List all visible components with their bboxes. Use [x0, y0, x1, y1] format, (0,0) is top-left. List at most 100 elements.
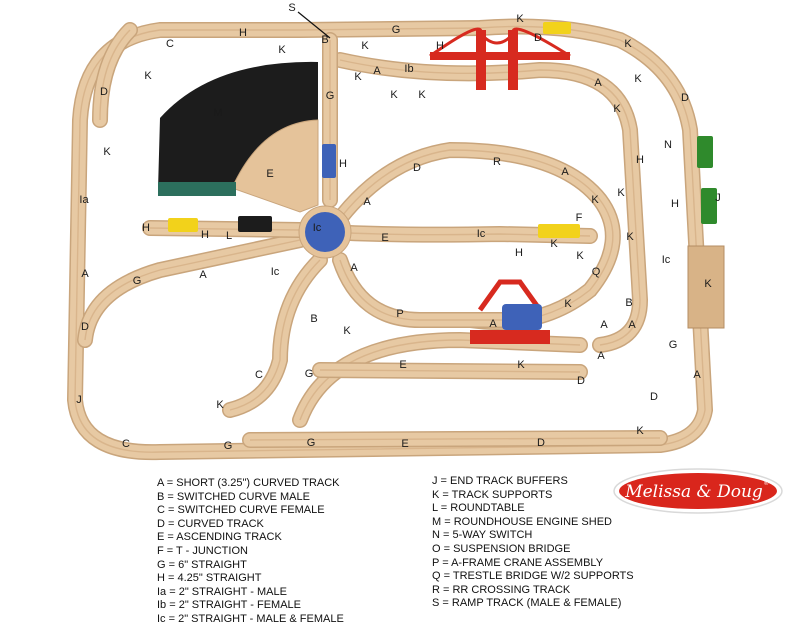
roundhouse-engine-shed: [158, 61, 318, 190]
label-n: N: [664, 139, 672, 151]
label-h-right-2: H: [671, 198, 679, 210]
legend-item: C = SWITCHED CURVE FEMALE: [157, 504, 325, 517]
legend-item: A = SHORT (3.25") CURVED TRACK: [157, 477, 340, 489]
track-groove: [74, 25, 706, 453]
label-h-mid: H: [339, 158, 347, 170]
label-g-bottom-1: G: [224, 440, 233, 452]
label-h-top-2: H: [436, 40, 444, 52]
label-d-lower: D: [81, 321, 89, 333]
ramp-pointer-line: [297, 11, 331, 39]
label-r: R: [493, 156, 501, 168]
legend-item: N = 5-WAY SWITCH: [432, 529, 533, 542]
legend-item: B = SWITCHED CURVE MALE: [157, 490, 310, 503]
label-d-center: D: [413, 162, 421, 174]
label-g-top: G: [392, 24, 401, 36]
label-e-center: E: [381, 232, 388, 244]
label-l: L: [226, 230, 232, 242]
label-k-c1: K: [626, 231, 634, 243]
label-g-mid: G: [326, 90, 335, 102]
track-bed-edge: [292, 331, 588, 428]
yellow-engine-left: [168, 218, 198, 232]
label-j-left: J: [715, 192, 721, 204]
a-frame-crane: [470, 279, 550, 344]
legend-item: E = ASCENDING TRACK: [157, 531, 282, 544]
label-c-lower: C: [255, 369, 263, 381]
label-q: Q: [592, 266, 601, 278]
label-a-10: A: [628, 319, 636, 331]
legend-item: L = ROUNDTABLE: [432, 502, 525, 515]
legend-left-column: A = SHORT (3.25") CURVED TRACK B = SWITC…: [157, 477, 344, 627]
label-a-11: A: [597, 350, 605, 362]
label-g-bottom-2: G: [307, 437, 316, 449]
legend-item: D = CURVED TRACK: [157, 517, 264, 530]
legend-item: R = RR CROSSING TRACK: [432, 583, 571, 596]
green-engine-2: [701, 188, 717, 224]
legend-item: H = 4.25" STRAIGHT: [157, 572, 262, 585]
legend-item: Q = TRESTLE BRIDGE W/2 SUPPORTS: [432, 570, 634, 583]
label-d-bottom-right: D: [537, 437, 545, 449]
label-a-1: A: [373, 65, 381, 77]
label-h-left-2: H: [201, 229, 209, 241]
label-h-right: H: [636, 154, 644, 166]
label-k-top-3: K: [361, 40, 369, 52]
label-a-left: A: [693, 369, 701, 381]
label-m: M: [213, 107, 222, 119]
label-d-right-lower: D: [577, 375, 585, 387]
track-groove: [84, 239, 301, 341]
label-k-top-1: K: [278, 44, 286, 56]
label-k-lower-2: K: [216, 399, 224, 411]
label-a-6: A: [199, 269, 207, 281]
label-k-right-4: K: [576, 250, 584, 262]
label-k-mid-4: K: [354, 71, 362, 83]
label-k-right-1: K: [613, 103, 621, 115]
label-j-lower: J: [76, 394, 82, 406]
label-k-mid-2: K: [418, 89, 426, 101]
label-ic-3: Ic: [271, 266, 280, 278]
label-k-right-2: K: [591, 194, 599, 206]
legend-item: M = ROUNDHOUSE ENGINE SHED: [432, 515, 612, 528]
label-b-left: B: [625, 297, 632, 309]
track-groove: [249, 437, 661, 441]
track-groove: [339, 259, 520, 321]
track-groove: [329, 149, 614, 323]
legend-item: Ia = 2" STRAIGHT - MALE: [157, 585, 287, 598]
legend-item: Ib = 2" STRAIGHT - FEMALE: [157, 599, 301, 612]
green-engine-1: [697, 136, 713, 168]
label-b-top: B: [321, 34, 328, 46]
track-piece: [93, 23, 137, 127]
track-groove: [299, 339, 581, 421]
label-k-c4: K: [564, 298, 572, 310]
label-d-bottom: D: [650, 391, 658, 403]
label-ia: Ia: [79, 194, 89, 206]
label-a-8: A: [489, 318, 497, 330]
label-ic-left: Ic: [662, 254, 671, 266]
label-a-9: A: [600, 319, 608, 331]
suspension-bridge: [429, 27, 571, 90]
melissa-and-doug-logo: Melissa & Doug ®: [613, 468, 783, 514]
label-g-left: G: [133, 275, 142, 287]
label-h-left: H: [142, 222, 150, 234]
legend-item: Ic = 2" STRAIGHT - MALE & FEMALE: [157, 612, 344, 625]
label-e-bottom: E: [401, 438, 408, 450]
label-e-left: E: [266, 168, 273, 180]
trestle-bridge: [687, 245, 725, 329]
label-k-c3: K: [704, 278, 712, 290]
label-ic-2: Ic: [477, 228, 486, 240]
label-k-left-2: K: [103, 146, 111, 158]
label-s-top: S: [288, 2, 295, 14]
label-a-7: A: [350, 262, 358, 274]
label-c-top: C: [166, 38, 174, 50]
label-g-lower-2: G: [305, 368, 314, 380]
legend-item: O = SUSPENSION BRIDGE: [432, 542, 571, 555]
label-a-2: A: [594, 77, 602, 89]
label-d-topright: D: [534, 32, 542, 44]
label-k-right-3: K: [617, 187, 625, 199]
label-g-lower-1: G: [669, 339, 678, 351]
five-way-switch: [231, 119, 319, 213]
label-d-right: D: [681, 92, 689, 104]
label-c-bottom: C: [122, 438, 130, 450]
black-car-left: [238, 216, 272, 232]
label-p: P: [396, 308, 403, 320]
label-k-lower-1: K: [517, 359, 525, 371]
